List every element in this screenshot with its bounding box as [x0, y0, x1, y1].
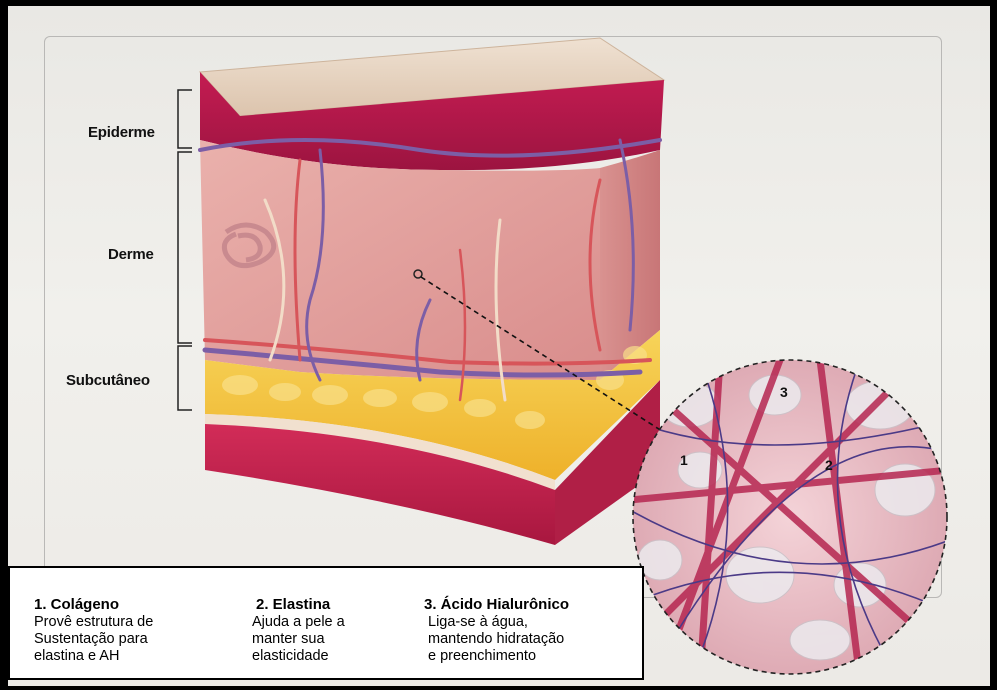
layer-brackets	[178, 90, 192, 410]
legend-text-colageno-3: elastina e AH	[34, 648, 119, 665]
legend-box: 1. Colágeno Provê estrutura de Sustentaç…	[8, 566, 644, 680]
zoom-marker-2: 2	[825, 457, 833, 473]
label-derme: Derme	[108, 246, 154, 263]
legend-text-colageno-1: Provê estrutura de	[34, 614, 153, 631]
legend-text-acido-3: e preenchimento	[428, 648, 536, 665]
label-subcutaneo: Subcutâneo	[66, 372, 150, 389]
zoom-detail	[630, 355, 950, 680]
legend-text-acido-2: mantendo hidratação	[428, 631, 564, 648]
legend-text-acido-1: Liga-se à água,	[428, 614, 528, 631]
legend-title-elastina: 2. Elastina	[256, 596, 330, 613]
legend-text-elastina-3: elasticidade	[252, 648, 329, 665]
zoom-marker-1: 1	[680, 452, 688, 468]
legend-text-colageno-2: Sustentação para	[34, 631, 148, 648]
legend-title-acido-hialuronico: 3. Ácido Hialurônico	[424, 596, 569, 613]
legend-text-elastina-1: Ajuda a pele a	[252, 614, 345, 631]
zoom-marker-3: 3	[780, 384, 788, 400]
legend-text-elastina-2: manter sua	[252, 631, 325, 648]
legend-title-colageno: 1. Colágeno	[34, 596, 119, 613]
label-epiderme: Epiderme	[88, 124, 155, 141]
